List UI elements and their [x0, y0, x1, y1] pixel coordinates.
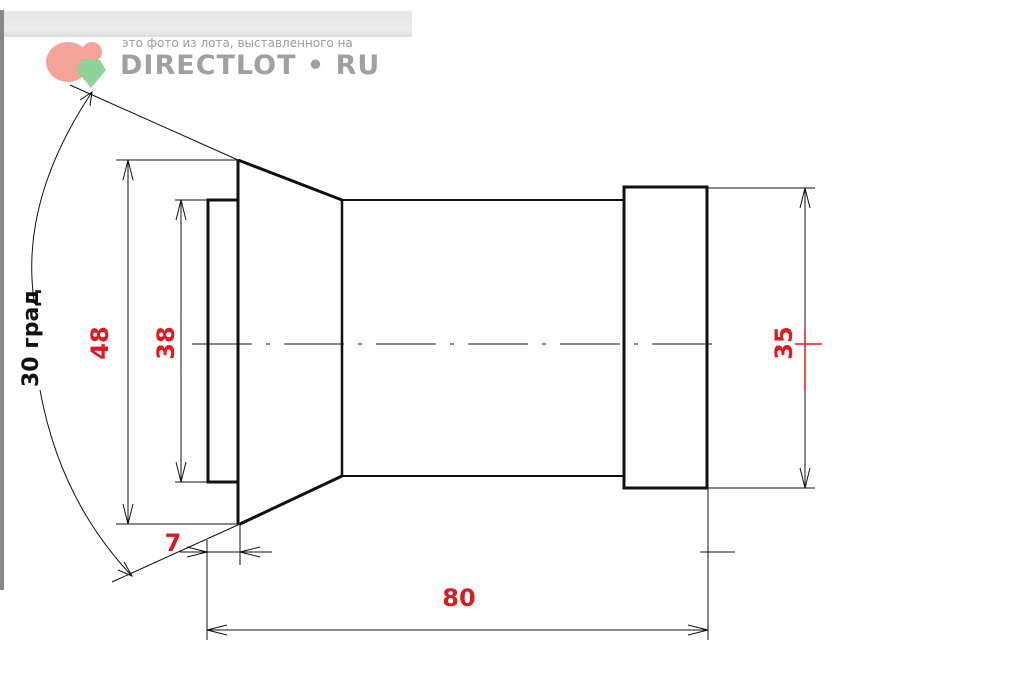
part-outline: [206, 158, 709, 526]
watermark-caption: это фото из лота, выставленного на: [122, 36, 353, 50]
angle-label: 30 град: [19, 289, 44, 387]
dim-35-label: 35: [770, 326, 798, 359]
left-flange: [206, 198, 240, 484]
dim-7-label: 7: [165, 529, 182, 557]
dim-38-label: 38: [152, 326, 180, 359]
dimension-lines: [31, 84, 815, 640]
scan-left-edge: [0, 10, 4, 590]
dim-80-label: 80: [442, 584, 475, 612]
dim-48-label: 48: [86, 326, 114, 359]
watermark-brand: DIRECTLOT • RU: [120, 50, 381, 81]
watermark-logo-icon: [46, 42, 106, 88]
right-flange: [622, 185, 709, 490]
scan-border-strip: [0, 0, 412, 37]
